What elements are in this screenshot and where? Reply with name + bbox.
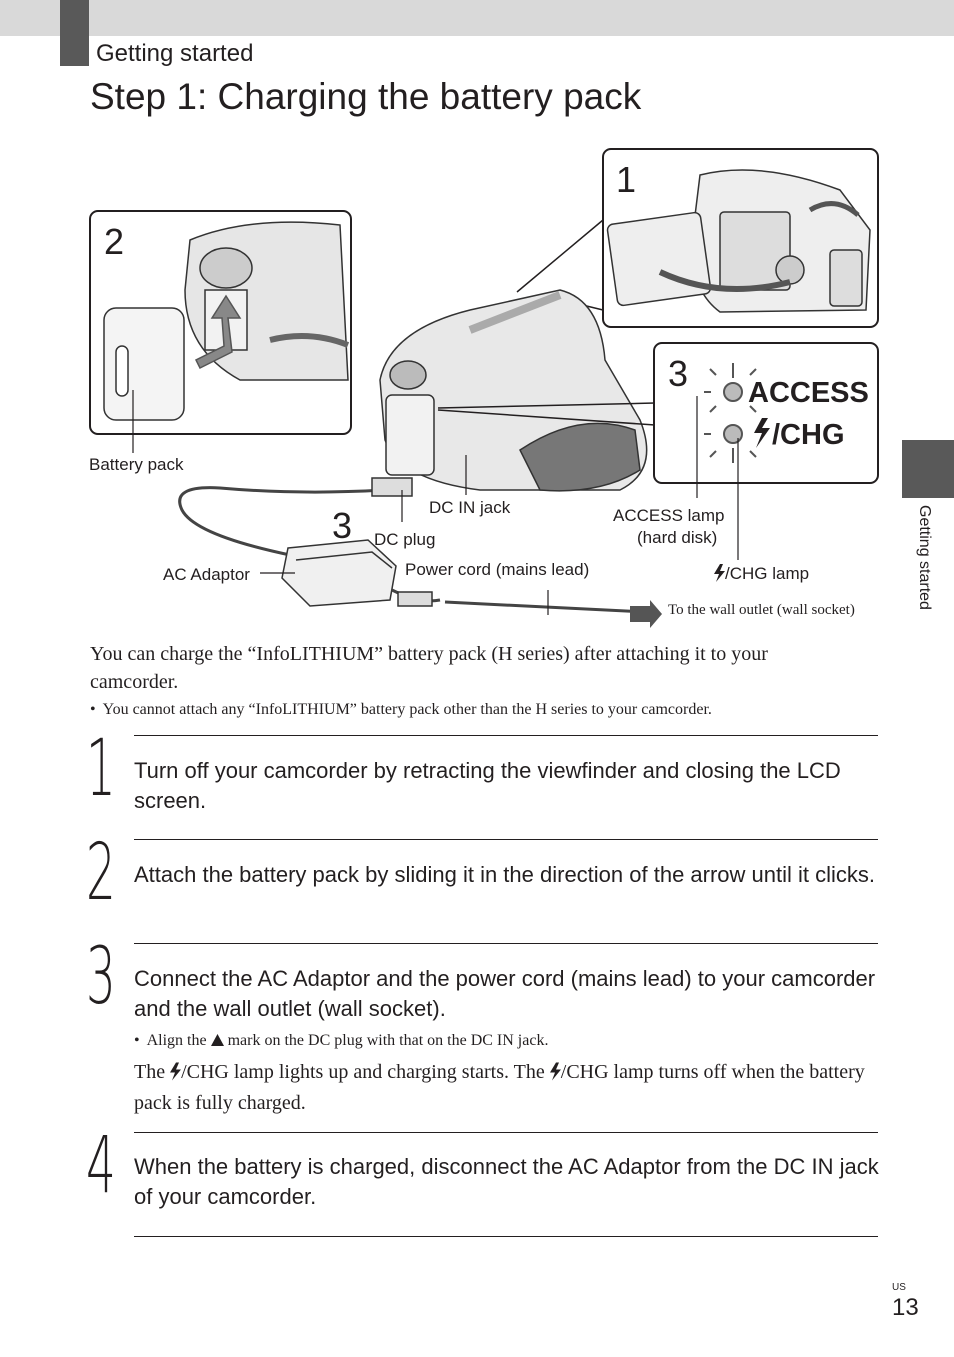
- ac-adaptor-label: AC Adaptor: [163, 565, 250, 584]
- access-lamp-sublabel: (hard disk): [637, 528, 718, 547]
- illustration-svg: ACCESS /CHG 1 2 3 3: [89, 148, 879, 628]
- charge-icon: [549, 1062, 561, 1081]
- step-number-1: 1: [86, 724, 116, 814]
- charging-illustration: ACCESS /CHG 1 2 3 3 Battery pack DC IN j…: [0, 140, 954, 630]
- side-tab: [902, 440, 954, 498]
- panel3-chg-text: /CHG: [772, 419, 845, 451]
- battery-attach-illustration: [103, 221, 350, 421]
- step-number-2: 2: [86, 828, 116, 918]
- page-region-code: US: [892, 1282, 906, 1293]
- step-3-p-part3: /CHG lamp turns off when the battery pac…: [134, 1061, 865, 1114]
- panel-3: [653, 342, 879, 484]
- step-3-text: Connect the AC Adaptor and the power cor…: [134, 966, 876, 1021]
- step-1-text: Turn off your camcorder by retracting th…: [134, 758, 841, 813]
- header-bar: [0, 0, 954, 36]
- triangle-mark-icon: [210, 1034, 224, 1046]
- divider: [134, 943, 878, 944]
- intro-block: You can charge the “InfoLITHIUM” battery…: [90, 640, 850, 724]
- panel-number-3b: 3: [332, 505, 352, 546]
- camcorder-main-illustration: [379, 289, 648, 492]
- step-4-text: When the battery is charged, disconnect …: [134, 1154, 879, 1209]
- battery-pack-label: Battery pack: [89, 455, 184, 474]
- ac-adaptor-illustration: [178, 477, 646, 614]
- divider: [134, 839, 878, 840]
- intro-note: You cannot attach any “InfoLITHIUM” batt…: [90, 696, 850, 724]
- panel-number-1: 1: [616, 159, 636, 200]
- divider: [134, 1236, 878, 1237]
- section-label: Getting started: [96, 40, 254, 67]
- section-marker: [60, 0, 89, 66]
- step-3-p-part1: The: [134, 1061, 166, 1083]
- access-lamp-label: ACCESS lamp: [613, 506, 725, 525]
- page-title: Step 1: Charging the battery pack: [90, 76, 642, 117]
- page-number: 13: [892, 1294, 919, 1321]
- charge-icon: [714, 564, 725, 582]
- step-3-bullet-part2: mark on the DC plug with that on the DC …: [227, 1032, 549, 1049]
- chg-lamp-text: /CHG lamp: [725, 564, 810, 583]
- panel-number-2: 2: [104, 221, 124, 262]
- step-3-p-part2: /CHG lamp lights up and charging starts.…: [181, 1061, 545, 1083]
- divider: [134, 1132, 878, 1133]
- camcorder-rear-illustration: [606, 169, 871, 313]
- panel-number-3: 3: [668, 353, 688, 394]
- power-cord-label: Power cord (mains lead): [405, 560, 590, 579]
- step-2-text: Attach the battery pack by sliding it in…: [134, 862, 876, 887]
- step-number-4: 4: [86, 1121, 116, 1211]
- step-3-bullet-part1: Align the: [146, 1032, 207, 1049]
- step-number-3: 3: [86, 932, 116, 1022]
- wall-arrow-icon: [630, 600, 662, 628]
- panel3-charge-icon: [754, 418, 770, 448]
- panel3-access-text: ACCESS: [748, 377, 869, 409]
- step-3-paragraph: The /CHG lamp lights up and charging sta…: [134, 1057, 879, 1119]
- chg-lamp-label: /CHG lamp: [714, 564, 809, 584]
- intro-paragraph: You can charge the “InfoLITHIUM” battery…: [90, 643, 768, 693]
- dc-plug-label: DC plug: [374, 530, 436, 549]
- charge-icon: [170, 1062, 182, 1081]
- dc-in-jack-label: DC IN jack: [429, 498, 511, 517]
- wall-outlet-label: To the wall outlet (wall socket): [668, 602, 855, 618]
- divider: [134, 735, 878, 736]
- step-3-bullet: Align the mark on the DC plug with that …: [134, 1032, 879, 1050]
